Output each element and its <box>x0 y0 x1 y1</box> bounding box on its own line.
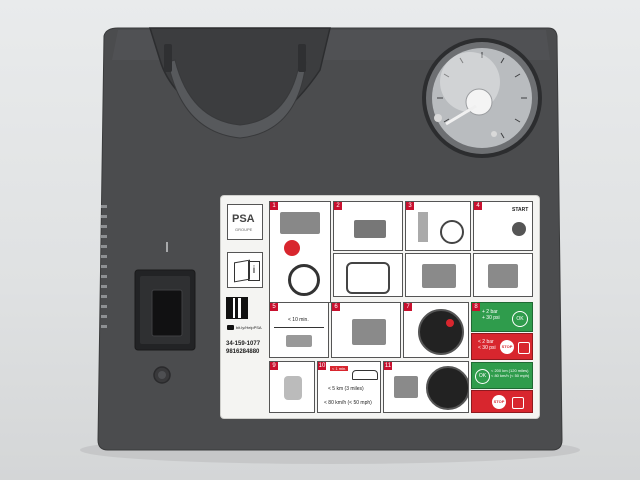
pressure-low-text: < 2 bar < 30 psi <box>478 339 496 351</box>
gauge-icon <box>426 366 468 410</box>
vent-grille <box>101 205 107 328</box>
step-3-panel: 3 <box>405 201 471 251</box>
manual-box: i <box>227 252 263 288</box>
tire-icon <box>288 264 320 296</box>
stop-badge: STOP <box>500 340 514 354</box>
stop-box: STOP <box>471 390 533 413</box>
arrow-icon <box>274 327 324 328</box>
step-13-panel: 11 <box>383 361 469 413</box>
ok-badge: OK <box>475 369 490 384</box>
bottle-icon <box>418 212 428 242</box>
qr-code <box>226 297 248 319</box>
start-label: START <box>512 207 529 213</box>
gauge-screw-left <box>434 114 442 122</box>
hose-icon <box>346 262 390 294</box>
indicator-light-center <box>158 371 166 379</box>
pressure-ok-text: + 2 bar + 30 psi <box>482 309 500 321</box>
short-time-badge: < 1 min. <box>330 366 349 371</box>
qr-caption: bit.ly/HelpPSA <box>236 325 262 330</box>
compressor-icon <box>422 264 456 288</box>
gauge-needle <box>445 104 477 126</box>
compressor-icon <box>394 376 418 398</box>
switch-icon <box>512 222 526 236</box>
speed-text: < 80 km/h (< 50 mph) <box>324 400 372 406</box>
distance-ok-text: < 200 km (120 miles) < 80 km/h (< 50 mph… <box>491 368 530 378</box>
gauge-screw-right <box>491 131 497 137</box>
gauge-icon <box>418 309 464 355</box>
hose-slot-right <box>298 44 306 72</box>
step-7-panel <box>473 253 533 297</box>
phone-icon <box>518 342 530 354</box>
youtube-icon <box>227 325 234 330</box>
time-text: < 10 min. <box>288 317 309 323</box>
brand-logo: PSA <box>232 213 255 225</box>
pressure-low-box: < 2 bar < 30 psi STOP <box>471 333 533 360</box>
gauge-red-zone <box>446 319 454 327</box>
compressor-icon <box>488 264 518 288</box>
valve-icon <box>440 220 464 244</box>
step-8-panel: 5 < 10 min. <box>269 302 329 358</box>
step-4-panel: 4 START <box>473 201 533 251</box>
ok-badge: OK <box>512 311 528 327</box>
step-5-panel <box>333 253 403 297</box>
compressor-icon <box>286 335 312 347</box>
pressure-ok-box: 8 + 2 bar + 30 psi OK <box>471 302 533 332</box>
compressor-icon <box>352 319 386 345</box>
info-icon: i <box>248 261 260 281</box>
power-mark <box>166 242 168 252</box>
gauge-ticks <box>437 52 527 139</box>
phone-icon <box>512 397 524 409</box>
stop-badge: STOP <box>492 395 506 409</box>
brand-subtitle: GROUPE <box>235 227 253 232</box>
compressor-icon <box>354 220 386 238</box>
power-switch-rocker[interactable] <box>151 289 183 337</box>
step-11-panel: 9 <box>269 361 315 413</box>
car-icon <box>352 370 378 380</box>
distance-ok-box: OK < 200 km (120 miles) < 80 km/h (< 50 … <box>471 362 533 389</box>
step-9-panel: 6 <box>331 302 401 358</box>
hose-slot-left <box>164 44 172 72</box>
instruction-label: PSA GROUPE i bit.ly/HelpPSA 34-159-1077 … <box>221 196 539 418</box>
part-number-1: 34-159-1077 <box>226 341 261 347</box>
step-1-panel: 1 <box>269 201 331 303</box>
step-2-panel: 2 <box>333 201 403 251</box>
hand-icon <box>284 376 302 400</box>
step-6-panel <box>405 253 471 297</box>
sealant-icon <box>284 240 300 256</box>
part-number-2: 9816284880 <box>226 349 260 355</box>
step-10-panel: 7 <box>403 302 469 358</box>
distance-text: < 5 km (3 miles) <box>328 386 364 392</box>
step-12-panel: 10 < 1 min. < 5 km (3 miles) < 80 km/h (… <box>317 361 381 413</box>
brand-box: PSA GROUPE <box>227 204 263 240</box>
compressor-icon <box>280 212 320 234</box>
